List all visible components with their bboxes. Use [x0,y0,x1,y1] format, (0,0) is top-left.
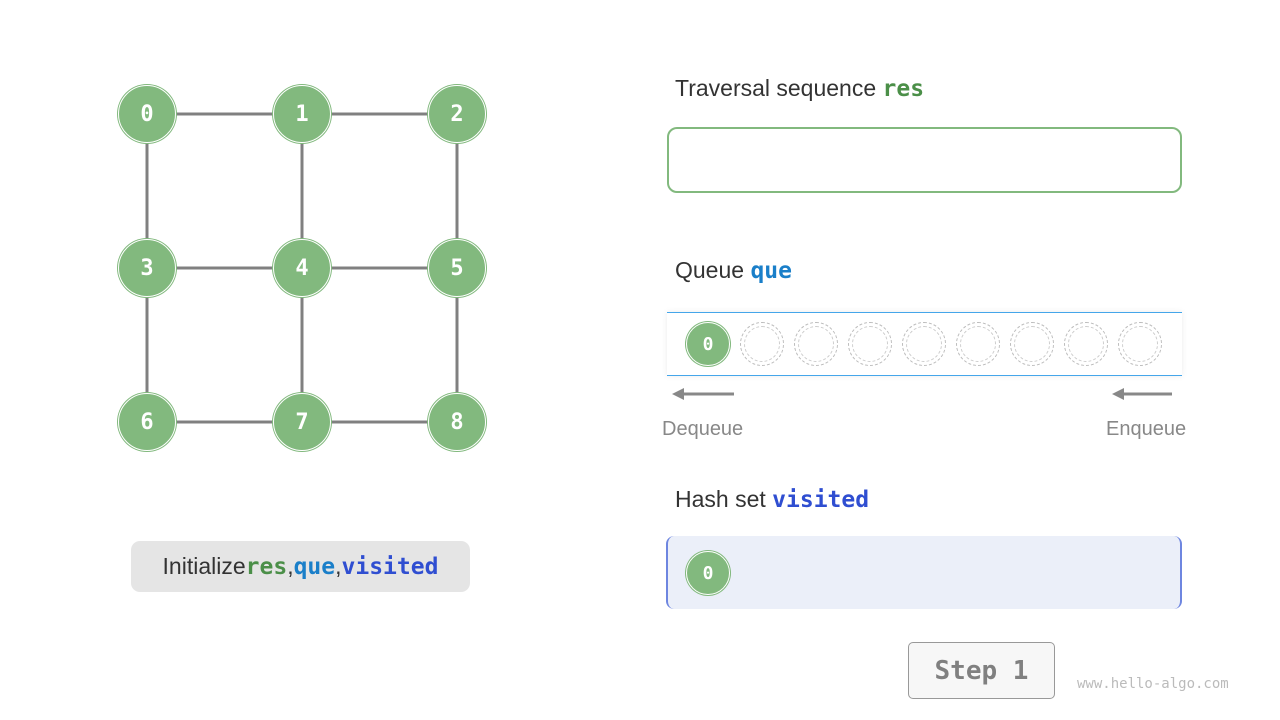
queue-title: Queue que [675,257,792,284]
queue-empty-slot [956,322,1000,366]
vertex-node: 1 [273,85,331,143]
vertex-node: 2 [428,85,486,143]
visited-title: Hash set visited [675,486,869,513]
vertex-node: 0 [686,322,730,366]
caption-res: res [245,553,288,580]
vertex-node: 7 [273,393,331,451]
vertex-node: 6 [118,393,176,451]
caption-sep: , [335,553,342,579]
vertex-node: 5 [428,239,486,297]
queue-empty-slot [902,322,946,366]
res-box [667,127,1182,193]
queue-empty-slot [1118,322,1162,366]
res-title: Traversal sequence res [675,75,924,102]
enqueue-arrow-icon [1112,388,1172,400]
queue-empty-slot [740,322,784,366]
queue-label: Queue [675,257,751,283]
vertex-node: 8 [428,393,486,451]
vertex-node: 3 [118,239,176,297]
queue-empty-slot [794,322,838,366]
dequeue-label: Dequeue [662,418,744,440]
caption-visited: visited [341,553,439,580]
visited-label: Hash set [675,486,773,512]
queue-empty-slot [848,322,892,366]
queue-empty-slot [1064,322,1108,366]
visited-var: visited [772,487,870,513]
caption-que: que [293,553,336,580]
step-button[interactable]: Step 1 [908,642,1055,699]
vertex-node: 0 [686,551,730,595]
caption-prefix: Initialize [162,553,246,579]
res-var: res [882,76,925,102]
queue-box [667,312,1182,376]
vertex-node: 4 [273,239,331,297]
watermark: www.hello-algo.com [1077,676,1229,692]
res-label: Traversal sequence [675,75,883,101]
queue-empty-slot [1010,322,1054,366]
visited-box [666,536,1182,609]
dequeue-arrow-icon [672,388,734,400]
step-caption: Initialize res, que, visited [131,541,470,592]
enqueue-label: Enqueue [1106,418,1187,440]
queue-var: que [750,258,792,284]
vertex-node: 0 [118,85,176,143]
caption-sep: , [287,553,294,579]
